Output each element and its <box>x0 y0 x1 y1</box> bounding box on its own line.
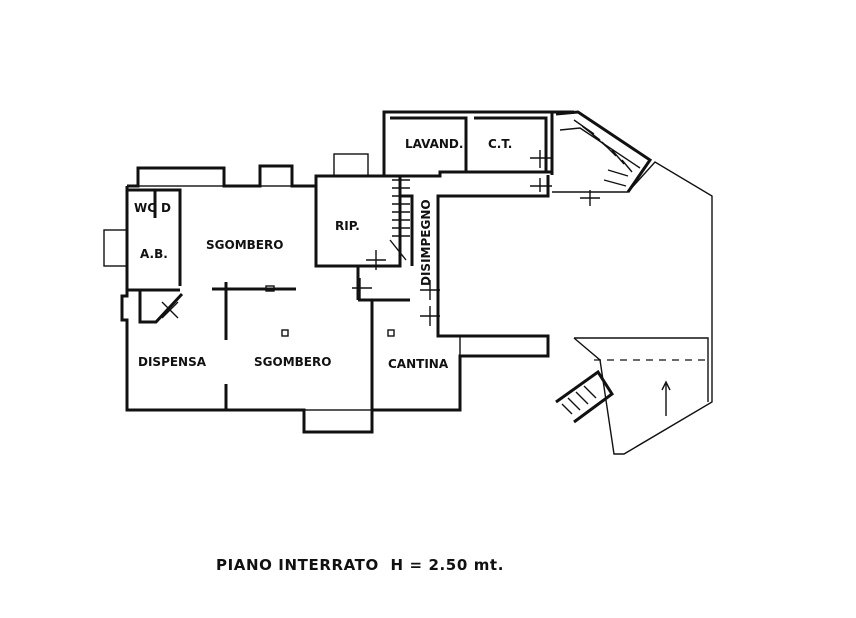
stairs-top-right <box>555 110 653 193</box>
room-label-rip: RIP. <box>335 219 360 233</box>
room-label-ct: C.T. <box>488 137 512 151</box>
room-label-disimpegno: DISIMPEGNO <box>419 199 433 286</box>
room-label-ab: A.B. <box>140 247 168 261</box>
room-label-wc: WC <box>134 201 156 215</box>
stairs-left <box>392 179 410 237</box>
room-label-dispensa: DISPENSA <box>138 355 207 369</box>
outdoor-area <box>552 161 713 455</box>
plan-caption: PIANO INTERRATO H = 2.50 mt. <box>216 556 504 574</box>
room-label-lavand: LAVAND. <box>405 137 463 151</box>
markers <box>161 150 600 337</box>
outer-walls <box>120 110 574 434</box>
stairs-bottom-right <box>555 369 615 424</box>
interior-walls <box>127 116 548 410</box>
room-labels: WC D A.B. SGOMBERO RIP. LAVAND. C.T. DIS… <box>134 137 512 371</box>
room-label-sgombero-top: SGOMBERO <box>206 238 283 252</box>
niches <box>103 153 549 433</box>
room-label-sgombero-bottom: SGOMBERO <box>254 355 331 369</box>
room-label-d: D <box>161 201 171 215</box>
room-label-cantina: CANTINA <box>388 357 449 371</box>
